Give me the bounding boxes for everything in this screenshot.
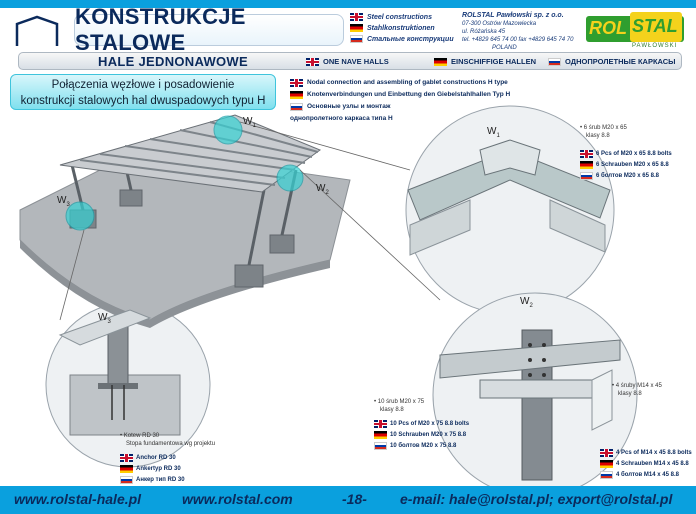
- de-flag-icon: [434, 57, 447, 66]
- uk-flag-icon: [120, 453, 133, 462]
- note-de: Knotenverbindungen und Einbettung den Gi…: [307, 91, 511, 98]
- footer-site1-link[interactable]: www.rolstal-hale.pl: [14, 491, 142, 507]
- caption-line2: konstrukcji stalowych hal dwuspadowych t…: [20, 95, 266, 107]
- w3-en: Anchor RD 30: [136, 454, 176, 461]
- company-country: POLAND: [492, 45, 517, 51]
- w2-b-de: 4 Schrauben M14 x 45 8.8: [616, 460, 689, 467]
- w1-ru: 6 болтов M20 x 65 8.8: [596, 172, 659, 179]
- uk-flag-icon: [600, 448, 613, 457]
- ru-flag-icon: [548, 57, 561, 66]
- logo-stal: STAL: [632, 16, 678, 36]
- ru-flag-icon: [120, 475, 133, 484]
- footer-email-link[interactable]: e-mail: hale@rolstal.pl; export@rolstal.…: [400, 491, 673, 507]
- overview-w1-label: W1: [243, 116, 256, 129]
- w1-en: 6 Pcs of M20 x 65 8.8 bolts: [596, 150, 672, 157]
- page-title: KONSTRUKCJE STALOWE: [75, 4, 246, 55]
- w1-de: 6 Schrauben M20 x 65 8.8: [596, 161, 669, 168]
- logo-sub: PAWŁOWSKI: [632, 43, 678, 49]
- footer-bar: [0, 486, 696, 514]
- footer-site2-link[interactable]: www.rolstal.com: [182, 491, 293, 507]
- ru-flag-icon: [600, 470, 613, 479]
- rolstal-logo: ROL STAL PAWŁOWSKI: [586, 12, 684, 52]
- overview-w3-label: W3: [57, 195, 70, 208]
- company-addr2: ul. Różańska 45: [462, 29, 506, 35]
- lang-de-text: Stahlkonstruktionen: [367, 24, 435, 32]
- lang-ru-row: Стальные конструкции: [350, 35, 454, 43]
- logo-rol: ROL: [589, 18, 627, 38]
- w3-detail-label: W3: [98, 312, 111, 325]
- uk-flag-icon: [580, 149, 593, 158]
- company-name: ROLSTAL Pawłowski sp. z o.o.: [462, 12, 564, 19]
- de-flag-icon: [374, 430, 387, 439]
- hall-outline-icon: [15, 15, 59, 46]
- page-title-box: KONSTRUKCJE STALOWE: [74, 4, 344, 55]
- note-ru1: Основные узлы и монтаж: [307, 103, 391, 110]
- w1-pl1: • 6 śrub M20 x 65: [580, 125, 627, 131]
- w2-spec-right: • 4 śruby M14 x 45 klasy 8.8: [612, 382, 692, 398]
- sub-banner: [18, 52, 682, 70]
- uk-flag-icon: [374, 419, 387, 428]
- company-address: ROLSTAL Pawłowski sp. z o.o. 07-300 Ostr…: [462, 12, 592, 52]
- ru-flag-icon: [350, 35, 363, 43]
- w2-en: 10 Pcs of M20 x 75 8.8 bolts: [390, 420, 470, 427]
- sub-de: EINSCHIFFIGE HALLEN: [434, 57, 536, 66]
- overview-w2-label: W2: [316, 183, 329, 196]
- w2-detail-label: W2: [520, 296, 533, 309]
- ru-flag-icon: [374, 441, 387, 450]
- w2-b-en: 4 Pcs of M14 x 45 8.8 bolts: [616, 449, 692, 456]
- w2-pl1: • 10 śrub M20 x 75: [374, 399, 425, 405]
- sub-de-text: EINSCHIFFIGE HALLEN: [451, 57, 537, 66]
- caption-box: Połączenia węzłowe i posadowienie konstr…: [10, 74, 276, 110]
- w1-spec: • 6 śrub M20 x 65 klasy 8.8 6 Pcs of M20…: [580, 124, 690, 181]
- lang-en-text: Steel constructions: [367, 13, 432, 21]
- de-flag-icon: [290, 91, 303, 99]
- w2-de: 10 Schrauben M20 x 75 8.8: [390, 431, 467, 438]
- sub-ru: ОДНОПРОЛЕТНЫЕ КАРКАСЫ: [548, 57, 676, 66]
- sub-ru-text: ОДНОПРОЛЕТНЫЕ КАРКАСЫ: [565, 57, 676, 66]
- w3-ru: Анкер тип RD 30: [136, 476, 185, 483]
- w1-detail-label: W1: [487, 126, 500, 139]
- note-ru2: однопролетного каркаса типа Н: [290, 115, 393, 122]
- de-flag-icon: [120, 464, 133, 473]
- w1-pl2: klasy 8.8: [586, 133, 610, 139]
- uk-flag-icon: [350, 13, 363, 21]
- w3-spec: • Kotew RD 30 Stopa fundamentowa wg proj…: [120, 432, 270, 485]
- w2-b-ru: 4 болтов M14 x 45 8.8: [616, 471, 679, 478]
- ru-flag-icon: [580, 171, 593, 180]
- uk-flag-icon: [290, 79, 303, 87]
- caption-line1: Połączenia węzłowe i posadowienie: [51, 79, 235, 91]
- de-flag-icon: [580, 160, 593, 169]
- sub-en-text: ONE NAVE HALLS: [323, 57, 389, 66]
- w2-spec-right-langs: 4 Pcs of M14 x 45 8.8 bolts 4 Schrauben …: [600, 447, 692, 480]
- section-title: HALE JEDNONAWOWE: [98, 54, 248, 69]
- w3-de: Ankertyp RD 30: [136, 465, 181, 472]
- company-phone: tel. +4829 645 74 00 fax +4829 645 74 70: [462, 37, 574, 43]
- lang-ru-text: Стальные конструкции: [367, 35, 454, 43]
- de-flag-icon: [600, 459, 613, 468]
- w2-ru: 10 болтов M20 x 75 8.8: [390, 442, 457, 449]
- w2-spec-left: • 10 śrub M20 x 75 klasy 8.8 10 Pcs of M…: [374, 398, 484, 451]
- uk-flag-icon: [306, 57, 319, 66]
- w2-pl2: klasy 8.8: [380, 407, 404, 413]
- page-number: -18-: [342, 491, 367, 507]
- w2-b-pl2: klasy 8.8: [618, 391, 642, 397]
- company-addr1: 07-300 Ostrów Mazowiecka: [462, 21, 537, 27]
- sub-en: ONE NAVE HALLS: [306, 57, 389, 66]
- de-flag-icon: [350, 24, 363, 32]
- w3-pl2: Stopa fundamentowa wg projektu: [126, 441, 216, 447]
- lang-en-row: Steel constructions: [350, 13, 432, 21]
- w2-b-pl1: • 4 śruby M14 x 45: [612, 383, 662, 389]
- lang-de-row: Stahlkonstruktionen: [350, 24, 435, 32]
- ru-flag-icon: [290, 103, 303, 111]
- note-en: Nodal connection and assembling of gable…: [307, 79, 508, 86]
- notes-list: Nodal connection and assembling of gable…: [290, 77, 510, 125]
- w3-pl1: • Kotew RD 30: [120, 433, 160, 439]
